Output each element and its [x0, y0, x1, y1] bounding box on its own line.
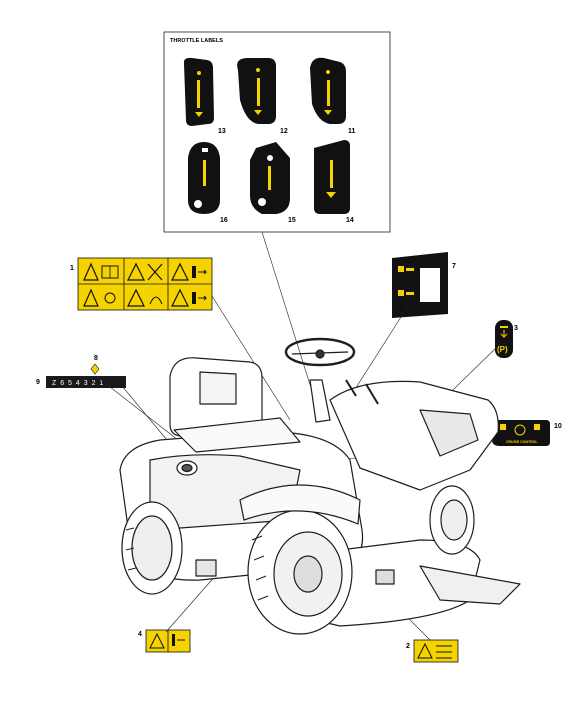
callout-2: 2 — [406, 643, 410, 650]
model-text: Z 6 5 4 3 2 1 — [52, 380, 104, 387]
rear-warning-decal: 4 — [138, 629, 191, 653]
callout-3: 3 — [514, 325, 518, 332]
throttle-labels-title: THROTTLE LABELS — [170, 38, 223, 44]
tractor-hood — [329, 380, 499, 491]
callout-4: 4 — [138, 631, 142, 638]
throttle-label-14-number: 14 — [346, 217, 354, 224]
throttle-label-13: 13 — [183, 57, 226, 135]
steering-wheel — [284, 337, 356, 367]
throttle-label-15: 15 — [250, 142, 296, 224]
throttle-label-11-number: 11 — [348, 128, 356, 135]
rear-left-wheel — [121, 501, 183, 595]
park-symbol: (P) — [497, 345, 508, 354]
callout-7: 7 — [452, 263, 456, 270]
callout-10: 10 — [554, 423, 562, 430]
callout-1: 1 — [70, 265, 74, 272]
throttle-label-13-number: 13 — [218, 128, 226, 135]
throttle-label-12: 12 — [237, 58, 288, 135]
deck-warning-decal: 2 — [406, 639, 459, 663]
throttle-label-16-number: 16 — [220, 217, 228, 224]
park-decal: (P) 3 — [495, 320, 518, 358]
callout-8: 8 — [94, 355, 98, 362]
throttle-label-11: 11 — [310, 57, 356, 135]
hitch-decal: 7 — [392, 252, 456, 318]
cruise-control-text: CRUISE CONTROL — [506, 440, 538, 444]
cruise-control-decal: CRUISE CONTROL 10 — [492, 420, 562, 446]
throttle-labels-panel: THROTTLE LABELS 13 12 11 — [163, 31, 391, 233]
lawn-tractor-illustration — [119, 337, 521, 635]
front-wheel — [429, 485, 475, 555]
rear-right-wheel — [247, 509, 353, 635]
throttle-label-14: 14 — [314, 140, 354, 224]
throttle-label-15-number: 15 — [288, 217, 296, 224]
throttle-label-12-number: 12 — [280, 128, 288, 135]
callout-9: 9 — [36, 379, 40, 386]
model-decal: 8 9 Z 6 5 4 3 2 1 — [36, 355, 126, 388]
seat-warning-decal: 1 — [70, 257, 213, 311]
throttle-label-16: 16 — [188, 142, 228, 224]
